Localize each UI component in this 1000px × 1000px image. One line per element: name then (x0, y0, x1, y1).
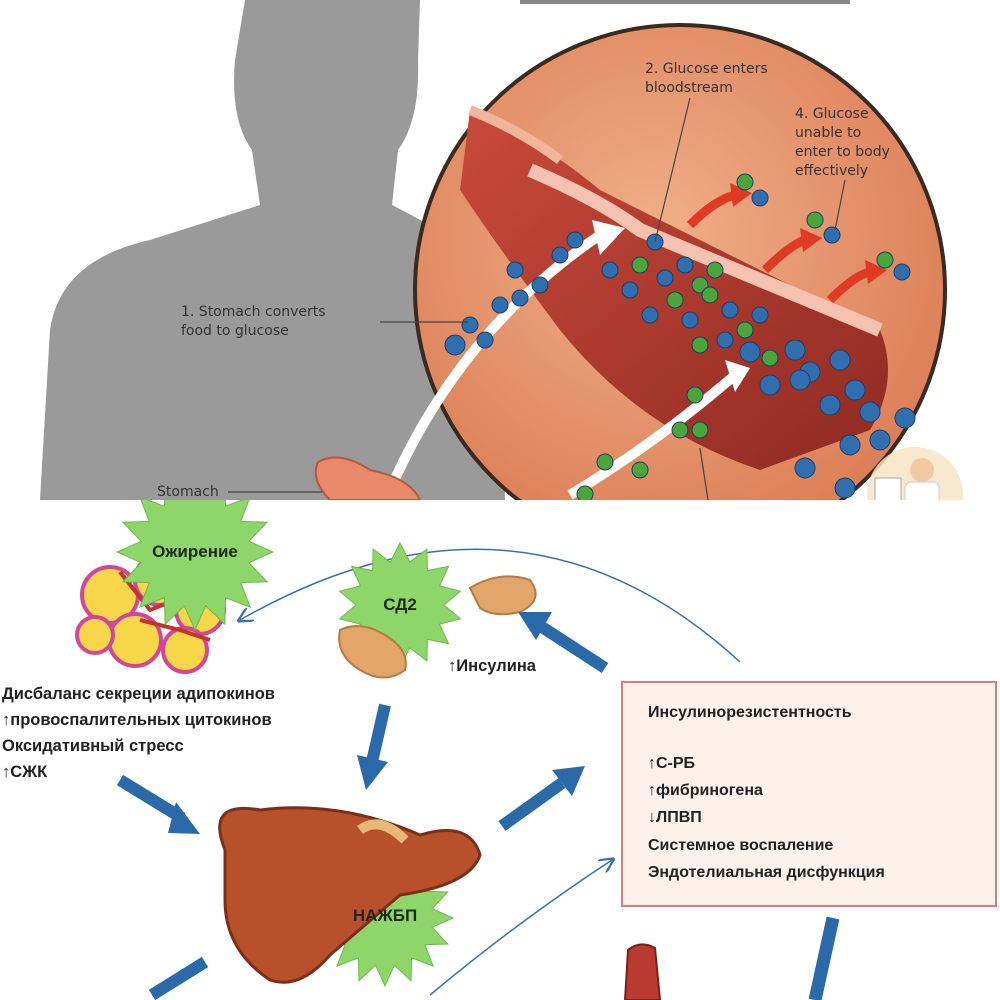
glucose-dot (806, 211, 824, 229)
insulin-label: ↑Инсулина (448, 657, 536, 675)
thin-line-lower (429, 860, 612, 996)
glucose-dot (631, 461, 649, 479)
glucose-dot (819, 394, 841, 416)
badge-obesity-label: Ожирение (152, 542, 238, 561)
glucose-dot (671, 421, 689, 439)
obesity-badge-shape (115, 500, 275, 632)
glucose-dot (681, 311, 699, 329)
glucose-dot (576, 485, 594, 500)
glucose-dot (511, 289, 529, 307)
glucose-dot (739, 341, 761, 363)
label-stomach: Stomach (157, 484, 219, 500)
glucose-dot (476, 331, 494, 349)
pancreas-organ (468, 575, 537, 616)
label-step4: 4. Glucose unable to enter to body effec… (795, 106, 890, 179)
arrow-resistance-to-pancreas (538, 621, 609, 674)
glucose-dot (834, 477, 856, 499)
red-arrow-1 (686, 190, 737, 229)
badge-dm2-label: СД2 (383, 595, 417, 614)
pathway-diagram (75, 500, 840, 1000)
resistance-title: Инсулинорезистентность (648, 704, 852, 721)
glucose-dot (641, 306, 659, 324)
label-step2: 2. Glucose enters bloodstream (645, 61, 768, 96)
glucose-dot (859, 401, 881, 423)
resistance-item: Эндотелиальная дисфункция (648, 864, 885, 881)
glucose-illustration: 1. Stomach converts food to glucose 2. G… (40, 0, 963, 500)
glucose-dot (631, 256, 649, 274)
glucose-dot (736, 321, 754, 339)
arrow-liver-to-resistance (498, 778, 566, 831)
vessel-fragment (623, 943, 662, 1000)
glucose-dot (691, 336, 709, 354)
label-step1: 1. Stomach converts food to glucose (181, 304, 326, 339)
arrow-lower-left (148, 956, 209, 1000)
glucose-dot (736, 173, 754, 191)
glucose-dot (601, 261, 619, 279)
glucose-dot (869, 429, 891, 451)
liver-organ (218, 806, 482, 984)
effect-item: Оксидативный стресс (2, 737, 184, 755)
glucose-dot (784, 339, 806, 361)
human-silhouette (40, 0, 505, 500)
stomach-organ (314, 456, 422, 500)
resistance-item: Системное воспаление (648, 837, 834, 854)
effect-item: Дисбаланс секреции адипокинов (2, 685, 275, 703)
effect-item: ↑СЖК (2, 763, 48, 781)
glucose-dot (491, 296, 509, 314)
arrow-pancreas-to-liver (366, 703, 391, 764)
glucose-dot (506, 261, 524, 279)
glucose-dot (656, 269, 674, 287)
badge-nafld-label: НАЖБП (352, 906, 418, 925)
glucose-dot (596, 453, 614, 471)
glucose-dot (721, 301, 739, 319)
glucose-dot (566, 231, 584, 249)
blue-arrows (116, 612, 840, 1000)
glucose-dot (844, 379, 866, 401)
glucose-dot (794, 457, 816, 479)
glucose-dot (876, 251, 894, 269)
illustration-canvas (40, 0, 963, 500)
glucose-dot (893, 263, 911, 281)
adipose-effects-list: Дисбаланс секреции адипокинов ↑провоспал… (2, 681, 275, 785)
glucose-dot (444, 334, 466, 356)
glucose-dot (691, 421, 709, 439)
glucose-molecules (444, 173, 916, 500)
glucose-dot (706, 261, 724, 279)
thin-arc-top (240, 548, 741, 663)
glucose-dot (759, 374, 781, 396)
glucose-dot (551, 246, 569, 264)
arrow-resistance-down (808, 916, 840, 1000)
resistance-item: ↓ЛПВП (648, 809, 702, 826)
glucose-dot (894, 407, 916, 429)
effect-item: ↑провоспалительных цитокинов (2, 711, 272, 729)
glucose-dot (531, 276, 549, 294)
glucose-dot (761, 349, 779, 367)
glucose-dot (676, 256, 694, 274)
glucose-dot (701, 286, 719, 304)
glucose-dot (621, 281, 639, 299)
glucose-dot (461, 316, 479, 334)
glucose-dot (823, 226, 841, 244)
glucose-dot (716, 331, 734, 349)
glucose-dot (686, 386, 704, 404)
white-arrow-lower (567, 371, 739, 500)
arrow-effects-to-liver (116, 774, 186, 824)
glucose-dot (789, 369, 811, 391)
resistance-item: ↑фибриногена (648, 782, 763, 799)
glucose-dot (839, 434, 861, 456)
glucose-dot (829, 349, 851, 371)
glucose-dot (751, 306, 769, 324)
resistance-item: ↑С-РБ (648, 755, 696, 772)
glucose-dot (666, 291, 684, 309)
blood-vessel (460, 110, 888, 470)
insulin-resistance-box: Инсулинорезистентность ↑С-РБ ↑фибриноген… (621, 681, 997, 907)
glucose-dot (751, 189, 769, 207)
